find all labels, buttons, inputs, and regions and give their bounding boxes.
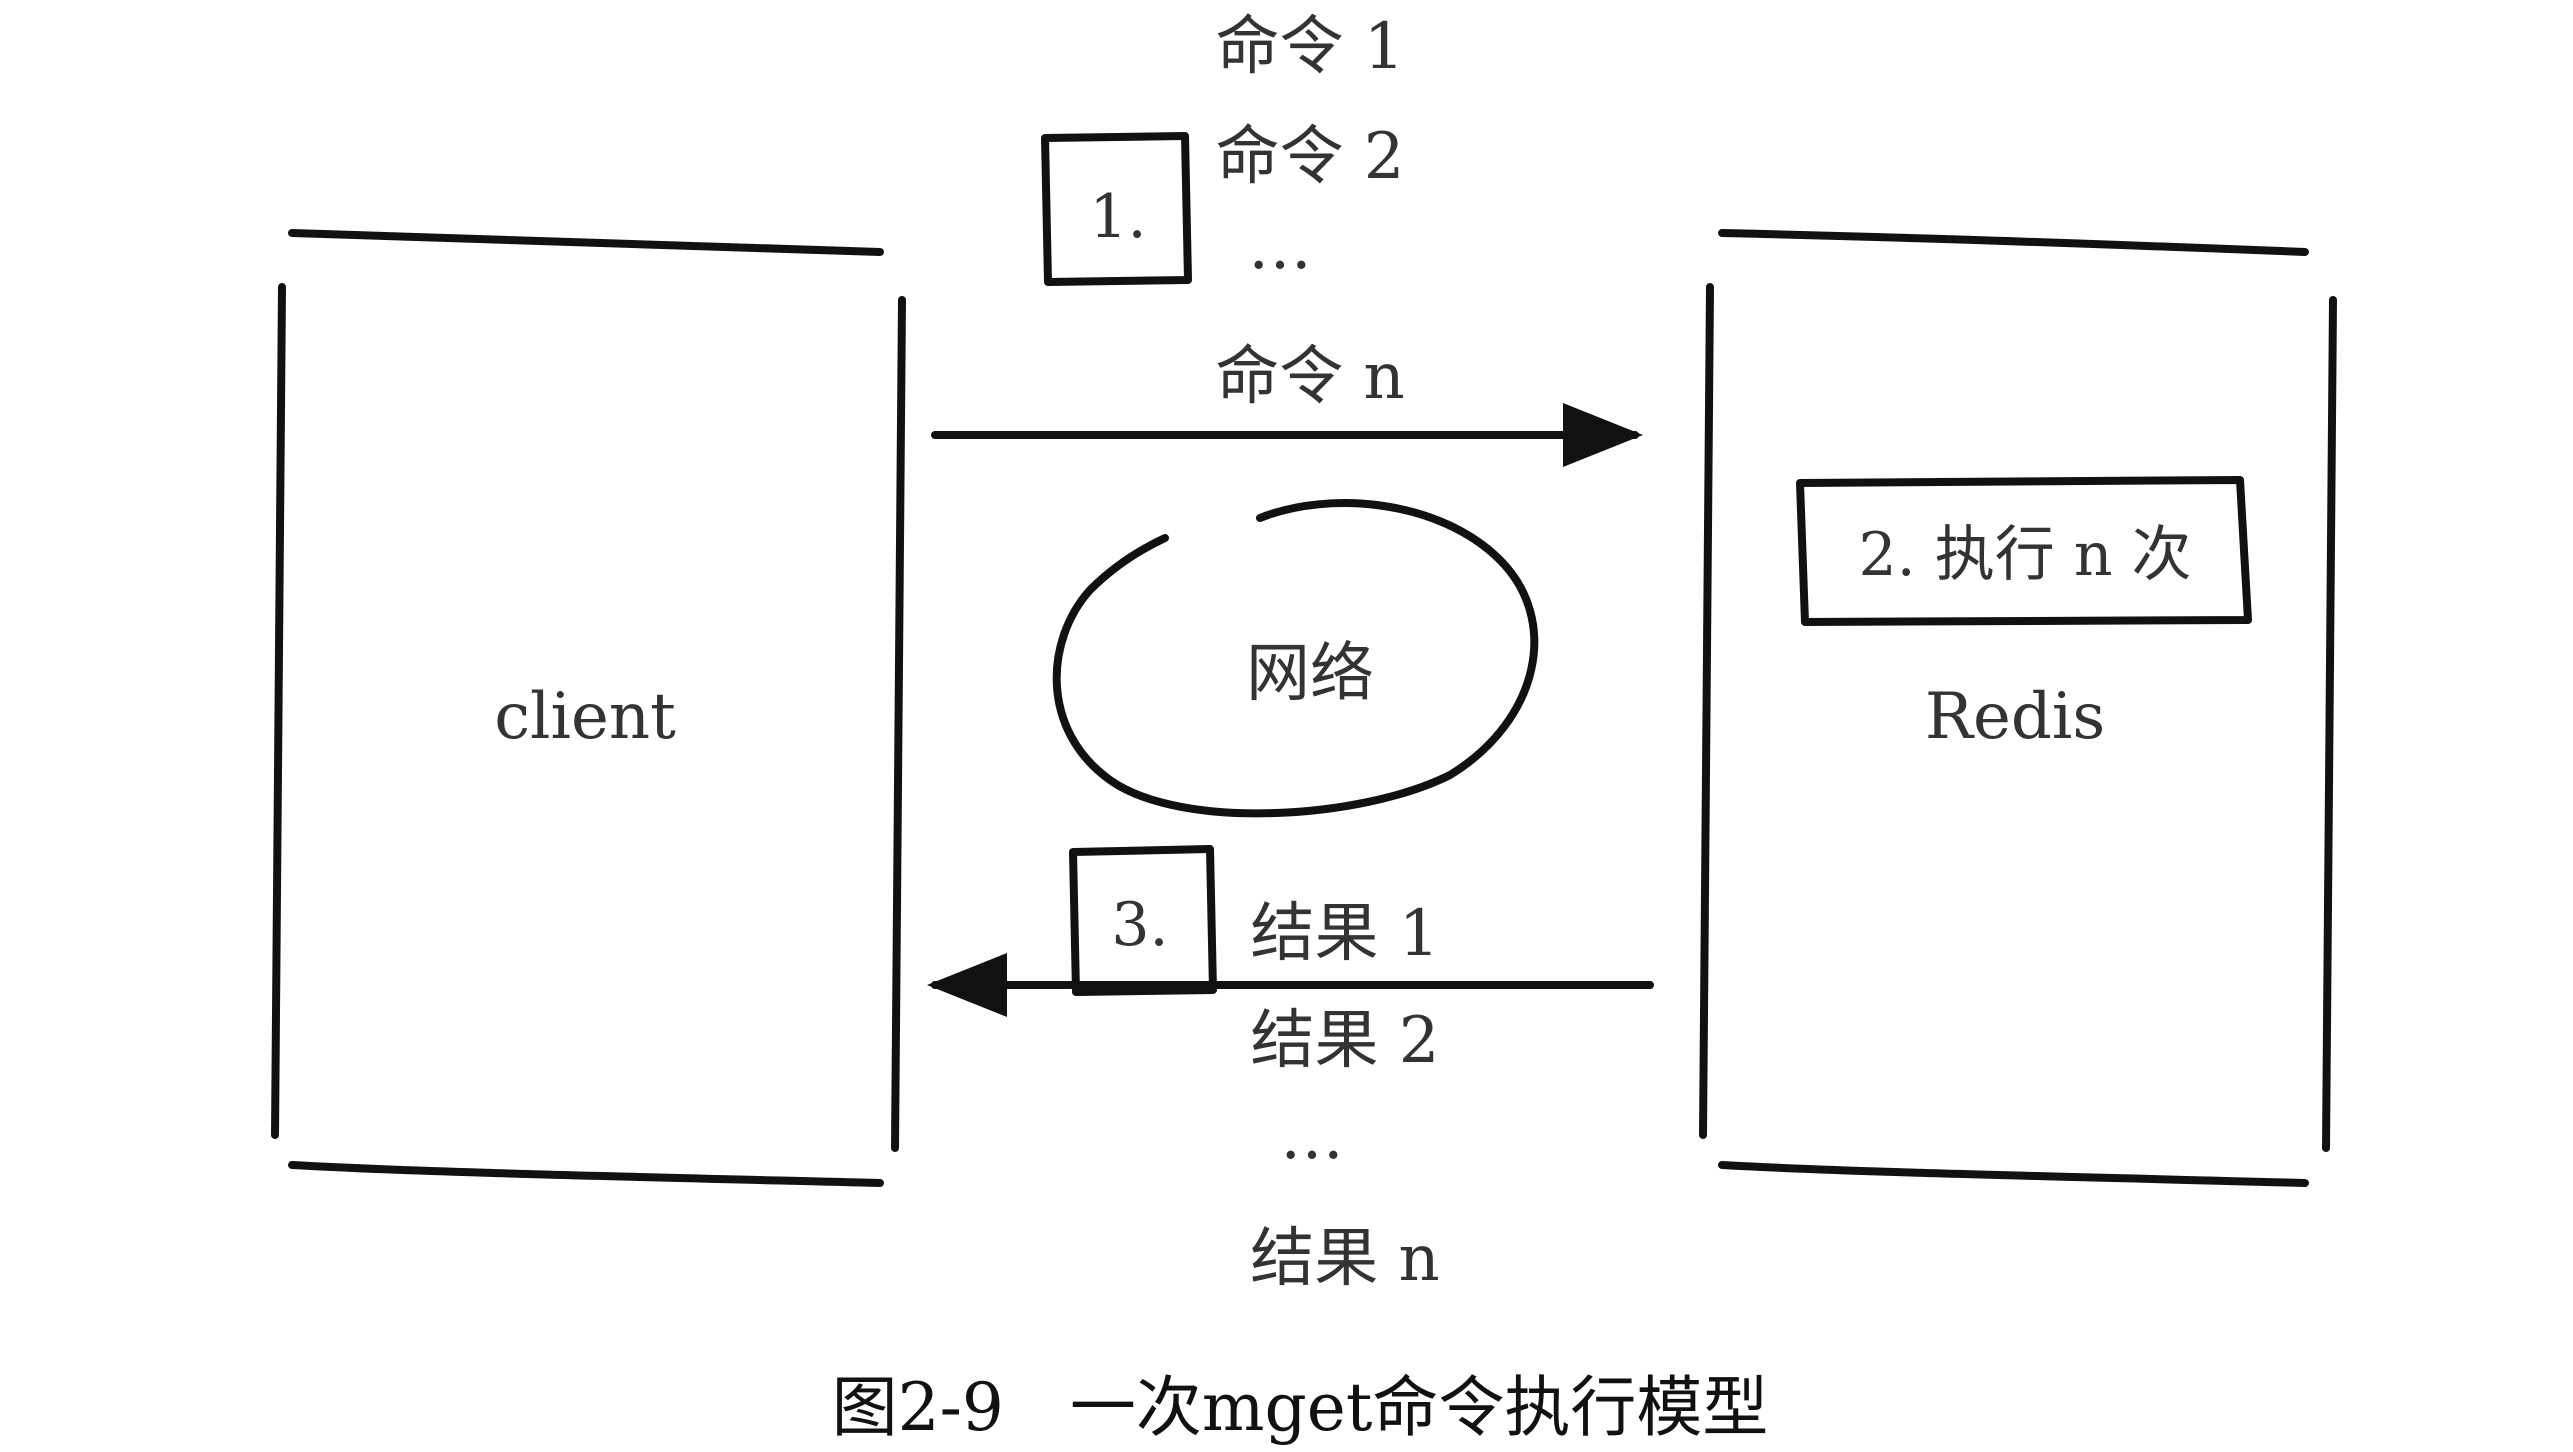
redis-box: Redis 2. 执行 n 次 [1699, 229, 2337, 1187]
figure-caption: 图2-9 一次mget命令执行模型 [832, 1369, 1769, 1446]
result-list: 结果 1 结果 2 … 结果 n [1250, 897, 1440, 1296]
command-2: 命令 2 [1215, 120, 1404, 194]
result-n: 结果 n [1250, 1222, 1440, 1296]
step1-label: 1. [1089, 182, 1146, 252]
client-box: client [271, 229, 906, 1187]
step3-label: 3. [1111, 890, 1168, 960]
command-1: 命令 1 [1215, 10, 1404, 84]
step3-box: 3. [1069, 845, 1217, 996]
step2-label: 2. 执行 n 次 [1858, 520, 2191, 590]
network-label: 网络 [1246, 637, 1374, 711]
redis-label: Redis [1925, 680, 2105, 754]
client-label: client [494, 680, 676, 754]
step2-box: 2. 执行 n 次 [1796, 476, 2252, 626]
command-n: 命令 n [1215, 340, 1405, 414]
result-2: 结果 2 [1250, 1004, 1439, 1078]
command-ellipsis: … [1248, 210, 1312, 284]
result-ellipsis: … [1280, 1100, 1344, 1174]
step1-box: 1. [1041, 132, 1192, 286]
command-list: 命令 1 命令 2 … 命令 n [1215, 10, 1405, 414]
network-cloud: 网络 [1052, 499, 1539, 818]
result-1: 结果 1 [1250, 897, 1439, 971]
